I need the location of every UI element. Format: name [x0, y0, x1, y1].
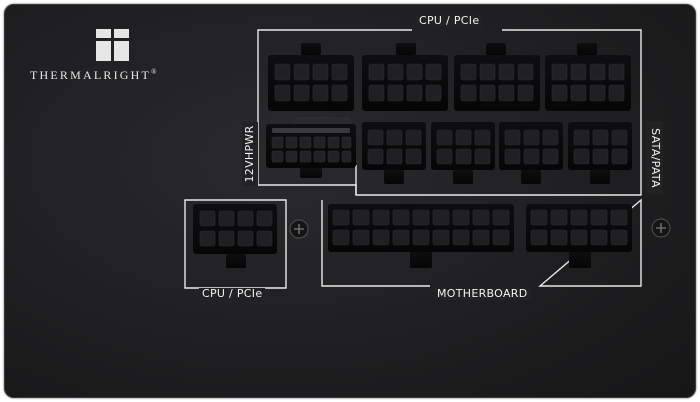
- label-sata-pata: SATA/PATA: [647, 121, 663, 195]
- connector-8pin-3: [454, 43, 540, 111]
- sata-pata-connectors: [362, 122, 632, 184]
- label-cpu-pcie-bottom: CPU / PCIe: [199, 288, 266, 300]
- connector-6pin-3: [499, 122, 563, 184]
- connector-cpu-pcie-bottom: [193, 204, 277, 268]
- cpu-pcie-top-connectors: [268, 43, 631, 111]
- connector-motherboard-main: [328, 204, 514, 268]
- label-motherboard: MOTHERBOARD: [434, 288, 531, 300]
- thermalright-logo-icon: [96, 29, 132, 61]
- outline-cpu-pcie-top: [257, 29, 642, 118]
- connector-6pin-1: [362, 122, 426, 184]
- connector-8pin-2: [362, 43, 448, 111]
- brand-name: THERMALRIGHT®: [30, 68, 159, 82]
- label-cpu-pcie-top: CPU / PCIe: [416, 15, 483, 27]
- screw-left-icon: [289, 219, 309, 239]
- screw-right-icon: [651, 218, 671, 238]
- outline-groups: [184, 29, 642, 289]
- connector-motherboard-aux: [526, 204, 632, 268]
- connector-12vhpwr: [266, 117, 356, 178]
- connector-6pin-4: [568, 122, 632, 184]
- outline-cpu-pcie-bottom: [184, 199, 287, 289]
- connector-8pin-1: [268, 43, 354, 111]
- connector-8pin-4: [545, 43, 631, 111]
- label-12vhpwr: 12VHPWR: [242, 122, 258, 186]
- connector-6pin-2: [431, 122, 495, 184]
